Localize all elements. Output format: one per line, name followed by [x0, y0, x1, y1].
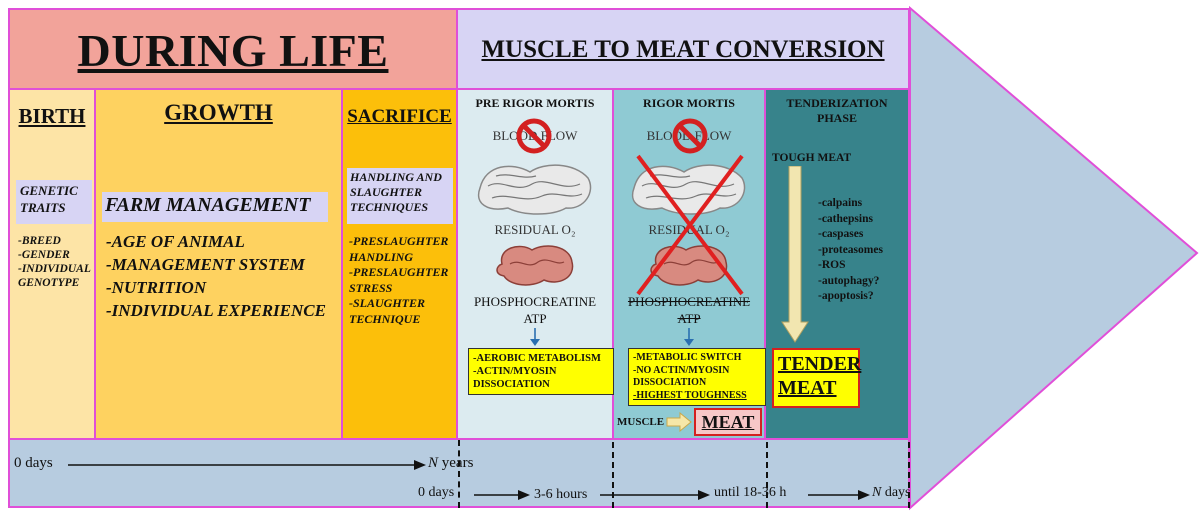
growth-column: GROWTH FARM MANAGEMENT -AGE OF ANIMAL -M… [96, 90, 343, 440]
pre-rigor-box: -AEROBIC METABOLISM -ACTIN/MYOSIN DISSOC… [468, 348, 614, 395]
birth-column: BIRTH GENETIC TRAITS -BREED -GENDER -IND… [8, 90, 96, 440]
rigor-title: RIGOR MORTIS [614, 96, 764, 111]
birth-item: GENOTYPE [18, 276, 91, 290]
birth-list: -BREED -GENDER -INDIVIDUAL GENOTYPE [18, 234, 91, 290]
growth-item: -MANAGEMENT SYSTEM [106, 253, 326, 276]
tender-meat-box: TENDER MEAT [772, 348, 860, 408]
pre-rigor-box-line: -AEROBIC METABOLISM [473, 352, 609, 365]
tenderization-title-line: PHASE [766, 111, 908, 126]
sacrifice-item: -PRESLAUGHTER [349, 234, 448, 250]
sacrifice-item: -PRESLAUGHTER [349, 265, 448, 281]
during-life-header: DURING LIFE [8, 8, 458, 90]
sacrifice-title: SACRIFICE [343, 106, 456, 128]
tough-meat-label: TOUGH MEAT [772, 152, 851, 164]
sacrifice-item: HANDLING [349, 250, 448, 266]
meat-label: MEAT [696, 410, 760, 434]
meat-box: MEAT [694, 408, 762, 436]
birth-item: -INDIVIDUAL [18, 262, 91, 276]
genetic-traits-label: GENETIC TRAITS [20, 183, 78, 215]
timeline-t2: until 18-36 h [714, 485, 786, 501]
phosphocreatine-label: PHOSPHOCREATINE [614, 294, 764, 310]
timeline-start: 0 days [14, 455, 53, 472]
growth-item: -NUTRITION [106, 276, 326, 299]
farm-management-box: FARM MANAGEMENT [102, 192, 328, 222]
timeline-arrow [808, 489, 870, 501]
arrow-head [900, 0, 1203, 511]
enzyme-item: -apoptosis? [818, 289, 883, 305]
cross-out-icon [634, 152, 746, 298]
timeline-t3-days: days [885, 485, 911, 500]
timeline-arrow [68, 458, 426, 472]
enzyme-item: -proteasomes [818, 243, 883, 259]
pre-rigor-box-line: DISSOCIATION [473, 378, 609, 391]
birth-item: -BREED [18, 234, 91, 248]
atp-label: ATP [614, 311, 764, 327]
growth-item: -INDIVIDUAL EXPERIENCE [106, 299, 326, 322]
enzyme-item: -caspases [818, 227, 883, 243]
timeline-divider [458, 440, 460, 508]
growth-item: -AGE OF ANIMAL [106, 230, 326, 253]
birth-item: -GENDER [18, 248, 91, 262]
tenderization-title-line: TENDERIZATION [766, 96, 908, 111]
right-arrow-icon [666, 412, 692, 432]
timeline-t1: 3-6 hours [534, 487, 587, 503]
genetic-traits-box: GENETIC TRAITS [16, 180, 92, 224]
handling-box: HANDLING AND SLAUGHTER TECHNIQUES [347, 168, 453, 224]
residual-o2-label: RESIDUAL O₂ [458, 222, 612, 238]
enzyme-list: -calpains -cathepsins -caspases -proteas… [818, 196, 883, 305]
pre-rigor-title: PRE RIGOR MORTIS [458, 96, 612, 111]
rigor-box-line: -HIGHEST TOUGHNESS [633, 390, 761, 403]
during-life-title: DURING LIFE [10, 24, 456, 77]
down-arrow-icon [780, 166, 810, 344]
no-symbol-icon [672, 118, 708, 154]
rigor-box-line: -METABOLIC SWITCH [633, 352, 761, 365]
sacrifice-column: SACRIFICE HANDLING AND SLAUGHTER TECHNIQ… [343, 90, 458, 440]
enzyme-item: -cathepsins [818, 212, 883, 228]
timeline-n: N [428, 455, 438, 471]
rigor-box-line: DISSOCIATION [633, 377, 761, 390]
timeline-t0: 0 days [418, 485, 454, 501]
tenderization-column: TENDERIZATION PHASE TOUGH MEAT -calpains… [766, 90, 910, 440]
enzyme-item: -ROS [818, 258, 883, 274]
no-symbol-icon [516, 118, 552, 154]
sacrifice-item: TECHNIQUE [349, 312, 448, 328]
timeline-arrow [600, 489, 710, 501]
down-arrow-icon [682, 328, 696, 346]
sacrifice-item: STRESS [349, 281, 448, 297]
tender-meat-line: MEAT [778, 376, 854, 400]
rigor-column: RIGOR MORTIS BLOOD FLOW RESIDUAL O₂ PHOS… [614, 90, 766, 440]
birth-title: BIRTH [10, 104, 94, 129]
handling-label: HANDLING AND SLAUGHTER TECHNIQUES [350, 170, 442, 214]
down-arrow-icon [528, 328, 542, 346]
atp-label: ATP [458, 311, 612, 327]
rigor-box: -METABOLIC SWITCH -NO ACTIN/MYOSIN DISSO… [628, 348, 766, 406]
growth-title: GROWTH [96, 100, 341, 126]
phosphocreatine-label: PHOSPHOCREATINE [458, 294, 612, 310]
growth-list: -AGE OF ANIMAL -MANAGEMENT SYSTEM -NUTRI… [106, 230, 326, 322]
timeline-n-years: N years [428, 455, 473, 472]
enzyme-item: -autophagy? [818, 274, 883, 290]
timeline-t3-n: N [872, 485, 881, 500]
muscle-to-meat-header: MUSCLE TO MEAT CONVERSION [458, 8, 910, 90]
timeline-years: years [442, 455, 474, 471]
rigor-box-line: -NO ACTIN/MYOSIN [633, 365, 761, 378]
tender-meat-line: TENDER [778, 352, 854, 376]
pre-rigor-box-line: -ACTIN/MYOSIN [473, 365, 609, 378]
muscle-to-meat-title: MUSCLE TO MEAT CONVERSION [458, 36, 908, 64]
farm-management-label: FARM MANAGEMENT [105, 194, 310, 216]
sacrifice-list: -PRESLAUGHTER HANDLING -PRESLAUGHTER STR… [349, 234, 448, 327]
enzyme-item: -calpains [818, 196, 883, 212]
sacrifice-item: -SLAUGHTER [349, 296, 448, 312]
timeline-t3: N days [872, 485, 911, 501]
muscle-label: MUSCLE [617, 416, 664, 428]
pre-rigor-column: PRE RIGOR MORTIS BLOOD FLOW RESIDUAL O₂ … [458, 90, 614, 440]
muscle-fiber-icon [472, 158, 598, 220]
timeline-arrow [474, 489, 530, 501]
tenderization-title: TENDERIZATION PHASE [766, 96, 908, 126]
myoglobin-icon [492, 240, 580, 290]
